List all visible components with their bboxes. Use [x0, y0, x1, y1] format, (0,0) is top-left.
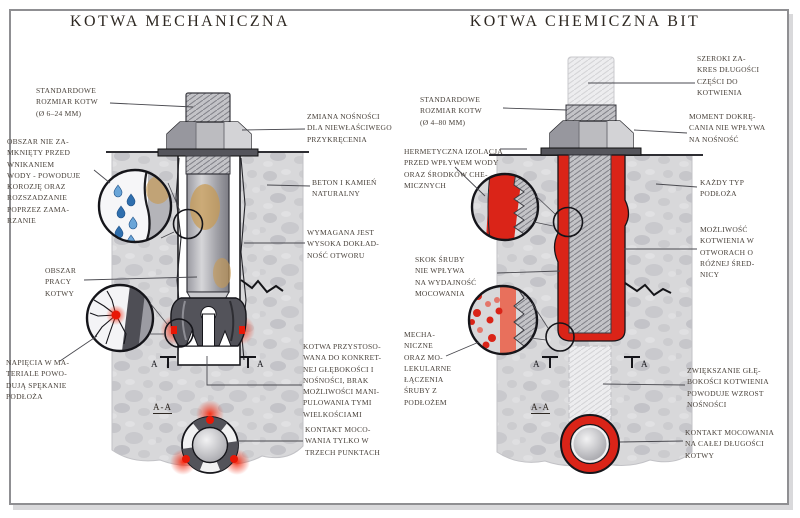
magnifier-water-ingress: [97, 168, 204, 244]
zoom-source-circle: [552, 206, 584, 238]
crack-icon: [624, 282, 672, 297]
magnifier-cracks: [85, 283, 194, 353]
magnifier-lens: [470, 172, 540, 242]
nut-facet: [550, 121, 579, 150]
ghost-rod-deeper-anchoring: [568, 345, 612, 425]
thread-section: [185, 155, 231, 175]
label-depth-increase: ZWIĘKSZANIE GŁĘ- BOKOŚCI KOTWIENIA POWOD…: [687, 366, 769, 409]
stress-point: [111, 310, 121, 320]
label-various-diameters: MOŻLIWOŚĆ KOTWIENIA W OTWORACH O RÓŻNEJ …: [700, 225, 755, 279]
leader-lines-left: [59, 102, 311, 442]
washer: [540, 147, 642, 156]
zoom-source-circle: [172, 208, 204, 240]
label-wide-range: SZEROKI ZA- KRES DŁUGOŚCI CZĘŚCI DO KOTW…: [697, 54, 760, 97]
label-torque: MOMENT DOKRĘ- CANIA NIE WPŁYWA NA NOŚNOŚ…: [689, 112, 766, 144]
label-thread-pitch: SKOK ŚRUBY NIE WPŁYWA NA WYDAJNOŚĆ MOCOW…: [415, 255, 477, 298]
corrosion-spot: [190, 184, 220, 230]
section-marker-letter: A: [533, 359, 540, 369]
label-hole-accuracy: WYMAGANA JEST WYSOKA DOKŁAD- NOŚĆ OTWORU: [307, 228, 380, 260]
contact-point: [171, 326, 177, 334]
magnifier-hermetic-seal: [470, 172, 584, 242]
label-standard-size-right: STANDARDOWE ROZMIAR KOTW (Ø 4–80 MM): [420, 95, 482, 127]
molecule-dots: [469, 292, 503, 349]
section-marker-letter: A: [151, 359, 158, 369]
section-label-right: A-A: [531, 402, 550, 414]
ghost-stud-length-range: [567, 56, 615, 108]
nut-facet: [167, 122, 196, 151]
chemical-anchor-drawing: [445, 56, 703, 474]
right-panel-title: KOTWA CHEMICZNA BIT: [469, 13, 701, 30]
label-substrate: BETON I KAMIEŃ NATURALNY: [312, 178, 377, 199]
nut-facet: [607, 121, 633, 150]
mechanical-anchor-bolt: [157, 92, 259, 347]
label-standard-size-left: STANDARDOWE ROZMIAR KOTW (Ø 6–24 MM): [36, 86, 98, 118]
magnifier-lens: [467, 284, 539, 356]
cross-section-three-points: [170, 400, 250, 475]
mechanical-anchor-drawing: [59, 92, 311, 475]
threaded-rod: [568, 154, 612, 334]
label-any-substrate: KAŻDY TYP PODŁOŻA: [700, 178, 745, 199]
crack-icon: [240, 279, 284, 294]
threaded-stud: [185, 92, 231, 127]
label-open-area: OBSZAR NIE ZA- MKNIĘTY PRZED WNIKANIEM W…: [7, 137, 81, 225]
contact-point: [239, 326, 245, 334]
section-label-left: A-A: [153, 402, 172, 414]
label-work-area: OBSZAR PRACY KOTWY: [45, 266, 77, 298]
zoom-source-circle: [545, 322, 575, 352]
magnifier-molecular-bond: [467, 284, 575, 356]
label-contact-points: KONTAKT MOCO- WANIA TYLKO W TRZECH PUNKT…: [305, 425, 381, 457]
zoom-source-circle: [164, 318, 194, 348]
leader-lines-right: [445, 82, 698, 443]
section-marker-letter: A: [257, 359, 264, 369]
washer: [157, 148, 259, 157]
magnifier-lens: [85, 283, 155, 353]
label-load-change: ZMIANA NOŚNOŚCI DLA NIEWŁAŚCIWEGO PRZYKR…: [307, 112, 392, 144]
section-marker-letter: A: [641, 359, 648, 369]
cross-section-full-contact: [560, 414, 620, 474]
chemical-anchor-rod: [540, 56, 642, 425]
section-markers-right: [542, 356, 640, 368]
label-fixed-depth: KOTWA PRZYSTOSO- WANA DO KONKRET- NEJ GŁ…: [303, 342, 382, 419]
left-panel-title: KOTWA MECHANICZNA: [70, 13, 290, 30]
magnifier-lens: [97, 168, 173, 244]
label-stress: NAPIĘCIA W MA- TERIALE POWO- DUJĄ SPĘKAN…: [6, 358, 70, 401]
corrosion-spot: [213, 258, 231, 288]
nut-facet: [224, 122, 251, 151]
label-hermetic-seal: HERMETYCZNA IZOLACJA PRZED WPŁYWEM WODY …: [404, 147, 503, 190]
section-markers-left: [160, 356, 256, 368]
label-bonding: MECHA- NICZNE ORAZ MO- LEKULARNE ŁĄCZENI…: [404, 330, 452, 407]
label-full-contact: KONTAKT MOCOWANIA NA CAŁEJ DŁUGOŚCI KOTW…: [685, 428, 775, 460]
